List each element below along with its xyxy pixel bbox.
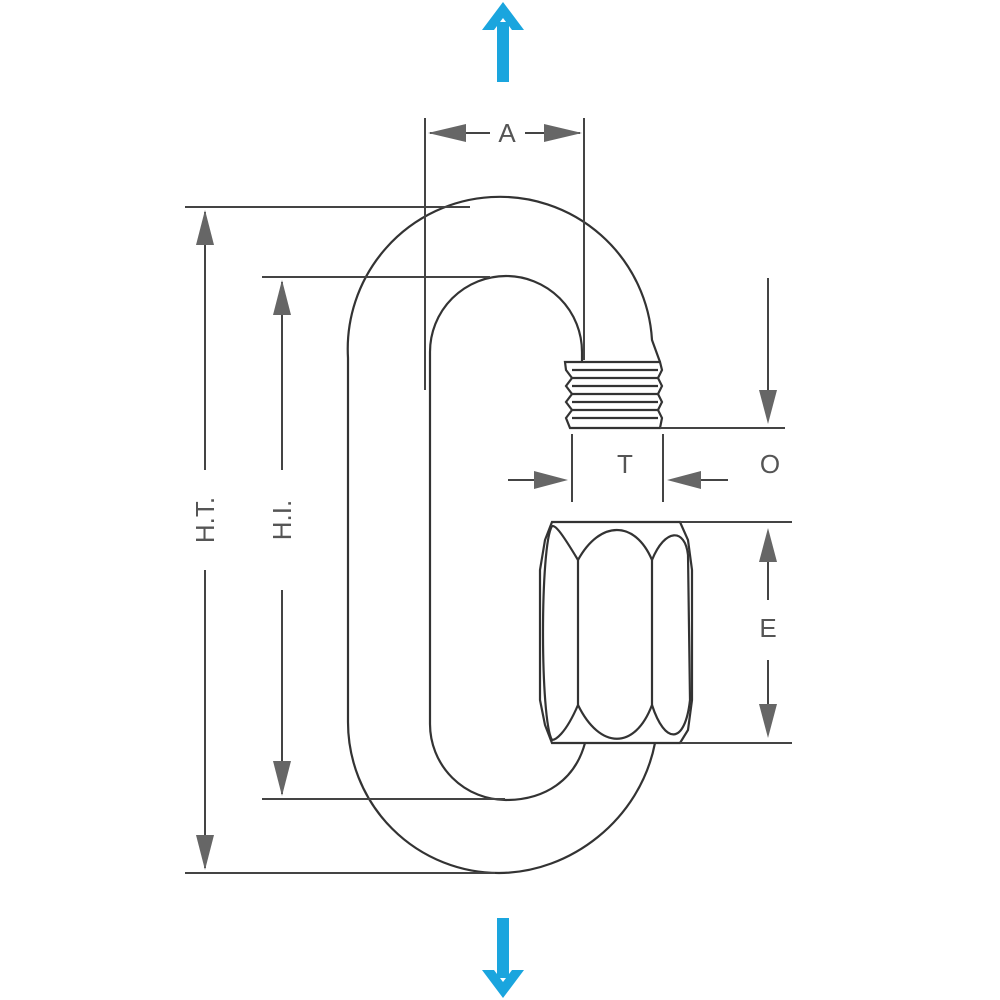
label-hi: H.I. (267, 500, 297, 540)
label-ht: H.T. (190, 497, 220, 543)
dimension-t: T (508, 434, 728, 502)
dimension-ht: H.T. (185, 206, 495, 874)
label-o: O (760, 449, 780, 479)
label-t: T (617, 449, 633, 479)
thread (563, 360, 664, 430)
hex-nut (538, 520, 694, 745)
load-arrow-up-icon (482, 2, 524, 82)
dimension-hi: H.I. (262, 276, 505, 800)
link-body (346, 118, 662, 875)
dimension-a: A (428, 118, 582, 148)
dimension-o: O (660, 278, 785, 479)
dimension-e: E (680, 521, 792, 744)
label-e: E (759, 613, 776, 643)
label-a: A (498, 118, 516, 148)
load-arrow-down-icon (482, 918, 524, 998)
